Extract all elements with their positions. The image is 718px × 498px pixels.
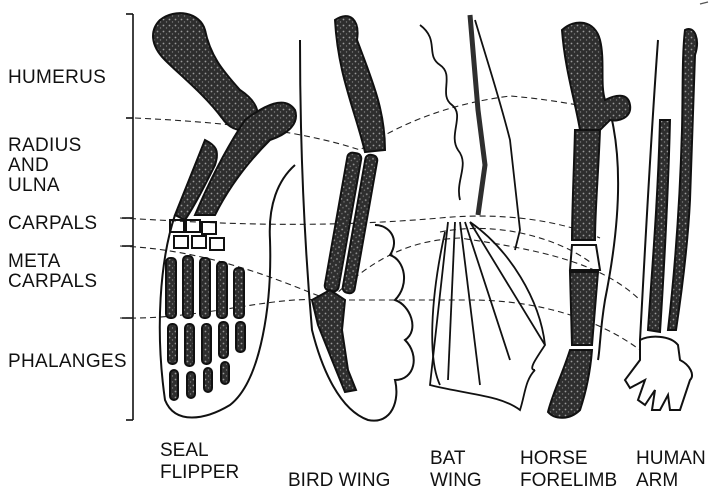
horse-forelimb-drawing — [548, 23, 630, 418]
caption-bird-wing: BIRD WING — [288, 470, 390, 492]
label-metacarpals: META CARPALS — [8, 252, 97, 292]
human-arm-drawing — [625, 29, 697, 410]
caption-horse-forelimb: HORSE FORELIMB — [520, 448, 617, 492]
bat-wing-drawing — [420, 15, 545, 410]
caption-seal-flipper: SEAL FLIPPER — [160, 440, 239, 484]
caption-bat-wing: BAT WING — [430, 448, 482, 492]
caption-human-arm: HUMAN ARM — [636, 448, 706, 492]
label-carpals: CARPALS — [8, 214, 97, 234]
label-phalanges: PHALANGES — [8, 352, 127, 372]
seal-flipper-drawing — [153, 13, 296, 417]
corner-mark — [700, 2, 708, 4]
label-radius-ulna: RADIUS AND ULNA — [8, 136, 82, 196]
label-humerus: HUMERUS — [8, 68, 106, 88]
bird-wing-drawing — [300, 16, 414, 421]
